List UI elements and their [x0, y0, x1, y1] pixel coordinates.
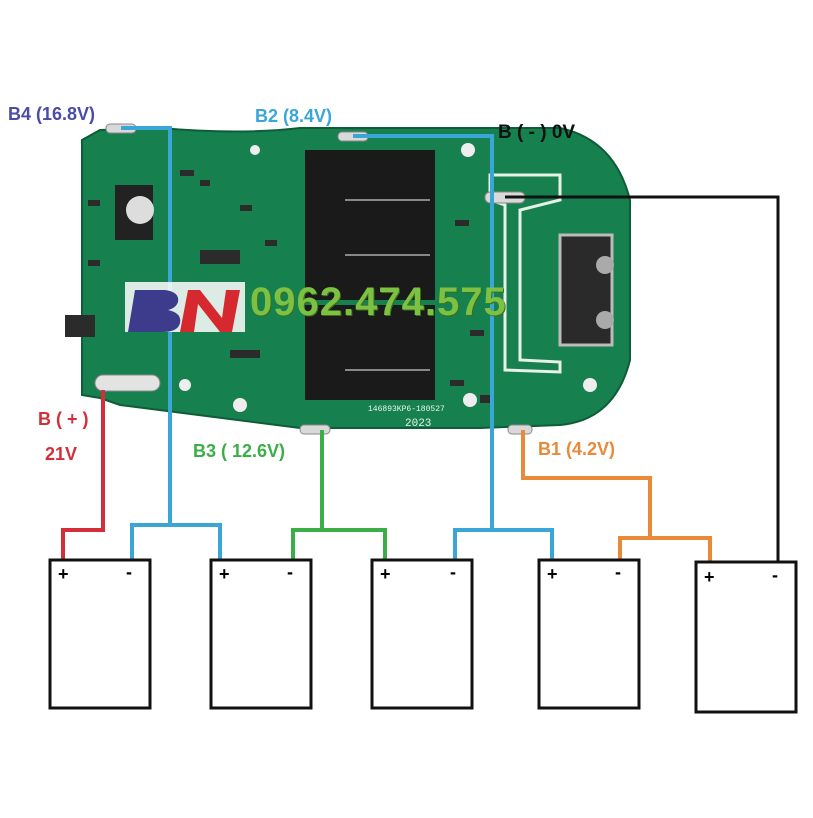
wire-bpos — [61, 390, 105, 560]
wire-bneg — [505, 195, 780, 565]
pad-cl1 — [507, 424, 533, 435]
mosfet-block-lower — [305, 305, 435, 400]
cell-3-plus: + — [380, 564, 391, 584]
cell-1-plus: + — [58, 564, 69, 584]
wire-b1 — [521, 430, 652, 560]
label-bpos-voltage: 21V — [45, 444, 78, 464]
cell-3-minus: - — [450, 562, 456, 582]
pad-cl3 — [299, 424, 331, 435]
cell-2-plus: + — [219, 564, 230, 584]
cell-2-minus: - — [287, 562, 293, 582]
wire-b4-to-cell1 — [130, 523, 170, 560]
label-bpos: B ( + ) — [38, 409, 89, 429]
board-code: 146893KP6-180527 — [368, 405, 445, 414]
cell-4 — [537, 558, 641, 710]
cell-3 — [370, 558, 474, 710]
mosfet-block-upper — [305, 150, 435, 300]
cell-1 — [48, 558, 152, 710]
cell-2 — [209, 558, 313, 710]
board-year: 2023 — [405, 418, 432, 430]
label-b2: B2 (8.4V) — [255, 106, 333, 126]
cell-4-minus: - — [615, 562, 621, 582]
label-b4: B4 (16.8V) — [8, 104, 96, 124]
wire-b3 — [291, 430, 324, 560]
label-b3: B3 ( 12.6V) — [193, 441, 286, 461]
bn-logo — [125, 282, 245, 332]
cell-5 — [694, 560, 798, 714]
cell-1-minus: - — [126, 562, 132, 582]
cell-5-minus: - — [772, 565, 778, 585]
wire-b2-to-cell4 — [492, 528, 554, 560]
wire-b3-to-cell3 — [322, 528, 387, 560]
wire-b1-to-cell5 — [650, 536, 712, 565]
label-bneg: B ( - ) 0V — [498, 122, 576, 143]
cell-5-plus: + — [704, 567, 715, 587]
pad-cl5 — [94, 374, 161, 392]
cell-4-plus: + — [547, 564, 558, 584]
watermark-phone: 0962.474.575 — [250, 280, 507, 324]
label-b1: B1 (4.2V) — [538, 439, 616, 459]
